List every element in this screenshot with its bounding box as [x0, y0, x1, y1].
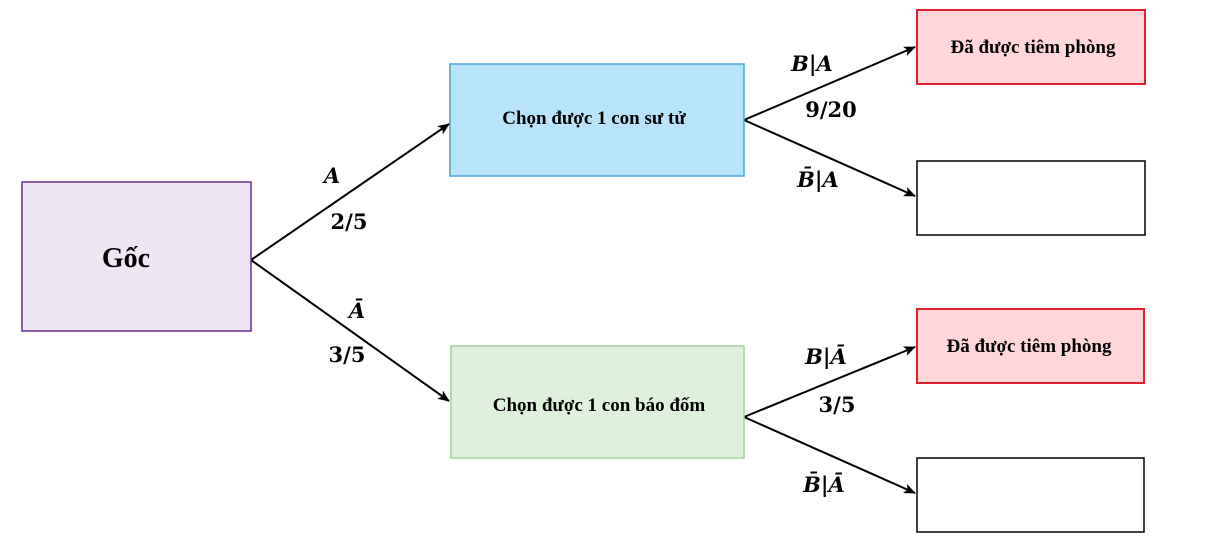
edge-leopard-to-vaccinated-event: B|Ā — [804, 344, 847, 369]
node-lion-vaccinated-label: Đã được tiêm phòng — [951, 37, 1116, 58]
edge-leopard-to-vaccinated-prob: 3/5 — [819, 392, 856, 417]
node-leopard-not-vaccinated — [916, 457, 1145, 533]
node-leopard-box — [450, 345, 745, 459]
node-leopard: Chọn được 1 con báo đốm — [450, 345, 745, 459]
node-leopard-not-vaccinated-box — [916, 457, 1145, 533]
edge-lion-to-not-vaccinated-event: B̄|A — [796, 167, 839, 192]
node-lion-not-vaccinated — [916, 160, 1146, 236]
edge-lion-to-vaccinated-prob: 9/20 — [805, 97, 857, 122]
node-leopard-vaccinated: Đã được tiêm phòng — [916, 308, 1145, 384]
edge-root-to-lion — [250, 123, 450, 261]
edge-leopard-to-not-vaccinated-event: B̄|Ā — [802, 472, 845, 497]
node-root-label: Gốc — [102, 243, 150, 274]
node-lion-box — [449, 63, 745, 177]
edge-leopard-to-not-vaccinated — [743, 416, 916, 494]
edge-root-to-lion-prob: 2/5 — [331, 209, 368, 234]
node-lion: Chọn được 1 con sư tử — [449, 63, 745, 177]
node-lion-label: Chọn được 1 con sư tử — [502, 108, 686, 129]
node-leopard-label: Chọn được 1 con báo đốm — [493, 395, 706, 416]
edge-root-to-leopard-event: Ā — [347, 298, 365, 323]
edge-root-to-leopard — [250, 259, 450, 402]
node-lion-vaccinated-box — [916, 9, 1146, 85]
node-root: Gốc — [21, 181, 252, 332]
node-leopard-vaccinated-label: Đã được tiêm phòng — [947, 336, 1112, 357]
node-leopard-vaccinated-box — [916, 308, 1145, 384]
node-lion-not-vaccinated-box — [916, 160, 1146, 236]
edge-lion-to-vaccinated-event: B|A — [790, 51, 833, 76]
node-root-box — [21, 181, 252, 332]
edge-lion-to-not-vaccinated — [743, 119, 916, 197]
edge-leopard-to-vaccinated — [743, 346, 916, 418]
node-lion-vaccinated: Đã được tiêm phòng — [916, 9, 1146, 85]
edge-root-to-leopard-prob: 3/5 — [329, 342, 366, 367]
edge-lion-to-vaccinated — [743, 46, 916, 121]
edge-root-to-lion-event: A — [322, 163, 340, 188]
